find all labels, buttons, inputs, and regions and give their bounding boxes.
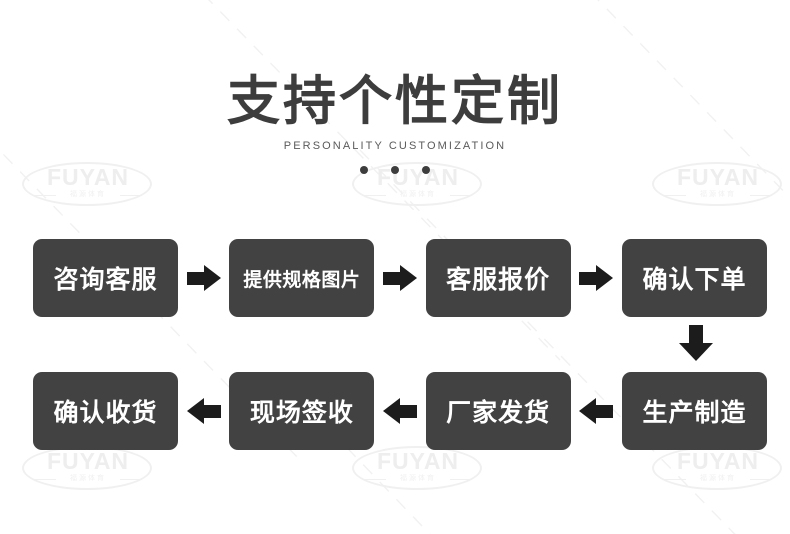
flow-connector: [374, 265, 425, 291]
process-step-box[interactable]: 咨询客服: [33, 239, 178, 317]
flow-connector: [178, 398, 229, 424]
flow-connector: [571, 398, 622, 424]
process-step-label: 咨询客服: [53, 266, 158, 294]
dot-icon: [360, 165, 368, 174]
dot-icon: [422, 165, 430, 174]
flow-connector: [571, 265, 622, 291]
watermark-rule-right: [450, 479, 472, 480]
watermark-rule-left: [34, 195, 56, 196]
watermark-sub-text: 福源体育: [400, 475, 436, 482]
page-title: 支持个性定制: [227, 72, 563, 131]
process-flow-row-1: 咨询客服 提供规格图片 客服报价 确认下单: [33, 239, 767, 317]
process-step-box[interactable]: 确认收货: [33, 372, 178, 450]
process-step-box[interactable]: 厂家发货: [425, 372, 571, 450]
arrow-left-icon: [186, 398, 221, 424]
flow-connector: [374, 398, 425, 424]
arrow-right-icon: [186, 265, 221, 291]
process-step-label: 客服报价: [446, 266, 551, 294]
arrow-left-icon: [382, 398, 417, 424]
arrow-right-icon: [579, 265, 614, 291]
watermark-rule-left: [664, 195, 686, 196]
process-step-label: 现场签收: [249, 399, 354, 427]
watermark-sub-text: 福源体育: [70, 191, 106, 198]
process-step-label: 确认收货: [53, 399, 158, 427]
watermark-rule-left: [364, 479, 386, 480]
watermark-oval-icon: [652, 446, 782, 490]
watermark-rule-right: [120, 479, 142, 480]
watermark-rule-left: [34, 479, 56, 480]
arrow-left-icon: [579, 398, 614, 424]
watermark-oval-icon: [352, 446, 482, 490]
watermark-rule-right: [450, 195, 472, 196]
arrow-down-icon: [679, 325, 713, 363]
watermark-oval-icon: [22, 446, 152, 490]
flow-connector: [178, 265, 229, 291]
page-subtitle: PERSONALITY CUSTOMIZATION: [283, 139, 507, 152]
subtitle-dot-decoration: [360, 152, 430, 174]
process-step-box[interactable]: 现场签收: [229, 372, 375, 450]
watermark-rule-left: [664, 479, 686, 480]
process-step-label: 提供规格图片: [243, 269, 361, 291]
header: 支持个性定制 PERSONALITY CUSTOMIZATION: [0, 0, 790, 174]
watermark-rule-right: [750, 195, 772, 196]
arrow-right-icon: [382, 265, 417, 291]
watermark-sub-text: 福源体育: [400, 191, 436, 198]
watermark-sub-text: 福源体育: [700, 475, 736, 482]
watermark-logo-bottom-right: FUYAN 福源体育: [652, 442, 784, 496]
watermark-rule-left: [364, 195, 386, 196]
watermark-sub-text: 福源体育: [700, 191, 736, 198]
process-step-box[interactable]: 生产制造: [621, 372, 767, 450]
process-step-box[interactable]: 客服报价: [425, 239, 571, 317]
watermark-brand-text: FUYAN: [46, 448, 130, 474]
watermark-sub-text: 福源体育: [70, 475, 106, 482]
watermark-logo-bottom-left: FUYAN 福源体育: [22, 442, 154, 496]
process-step-box[interactable]: 提供规格图片: [229, 239, 375, 317]
process-step-label: 生产制造: [642, 399, 747, 427]
dot-icon: [391, 165, 399, 174]
watermark-brand-text: FUYAN: [376, 448, 460, 474]
process-flow-row-2: 确认收货 现场签收 厂家发货 生产制造: [33, 372, 767, 450]
process-step-box[interactable]: 确认下单: [621, 239, 767, 317]
watermark-rule-right: [120, 195, 142, 196]
process-step-label: 厂家发货: [446, 399, 551, 427]
watermark-brand-text: FUYAN: [676, 448, 760, 474]
watermark-logo-bottom-center: FUYAN 福源体育: [352, 442, 484, 496]
process-step-label: 确认下单: [642, 266, 747, 294]
watermark-rule-right: [750, 479, 772, 480]
